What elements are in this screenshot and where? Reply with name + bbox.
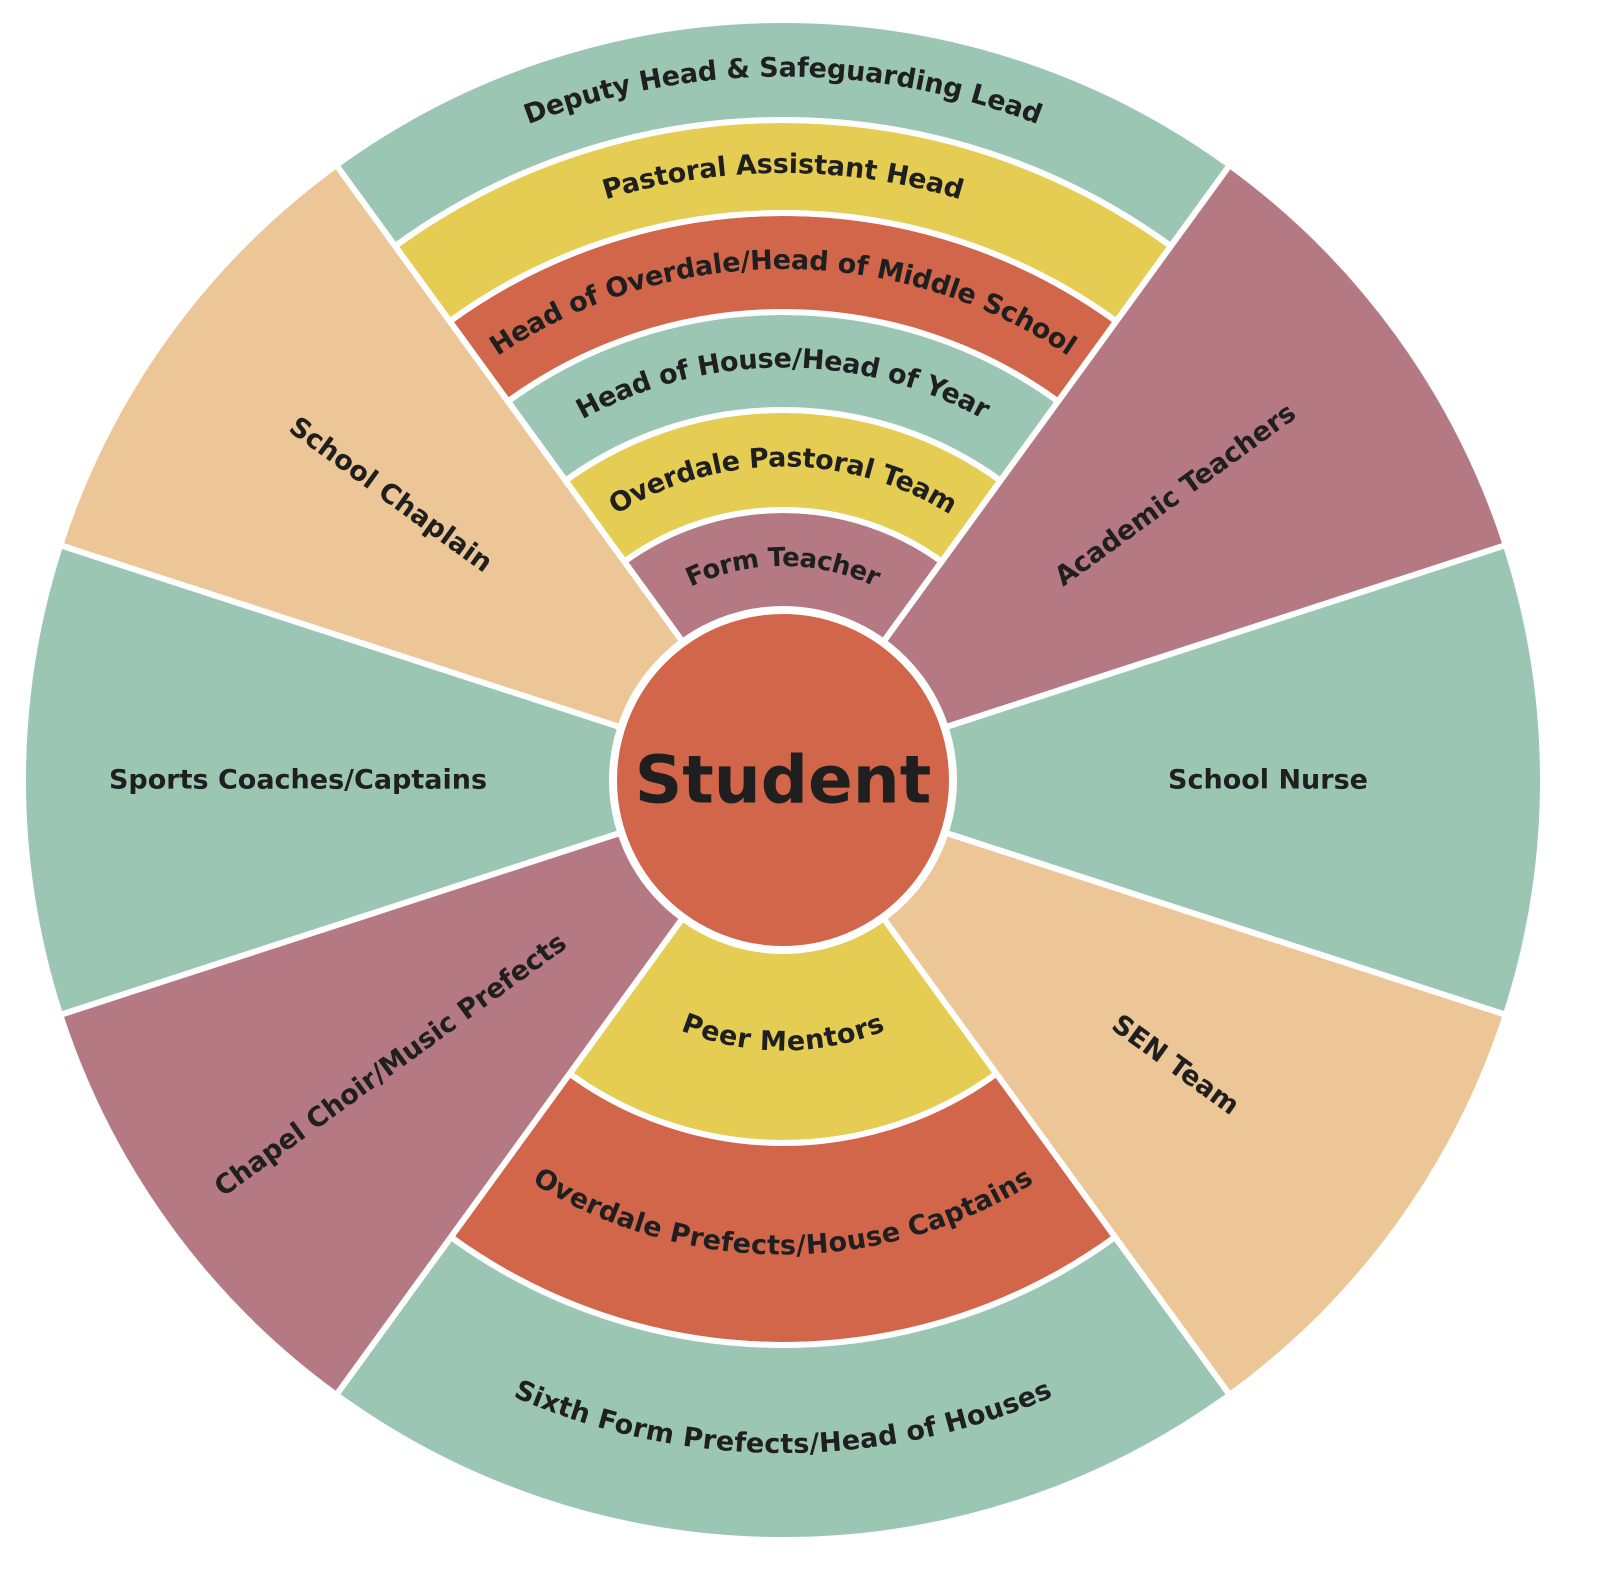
student-circle: [609, 606, 957, 954]
sixth-form-prefects-head-of-houses-ring: [332, 1232, 1234, 1543]
sports-coaches-captains-label: Sports Coaches/Captains: [109, 765, 487, 796]
school-nurse-label: School Nurse: [1168, 765, 1368, 796]
center-node: Student: [609, 606, 957, 954]
student-label: Student: [635, 742, 932, 819]
